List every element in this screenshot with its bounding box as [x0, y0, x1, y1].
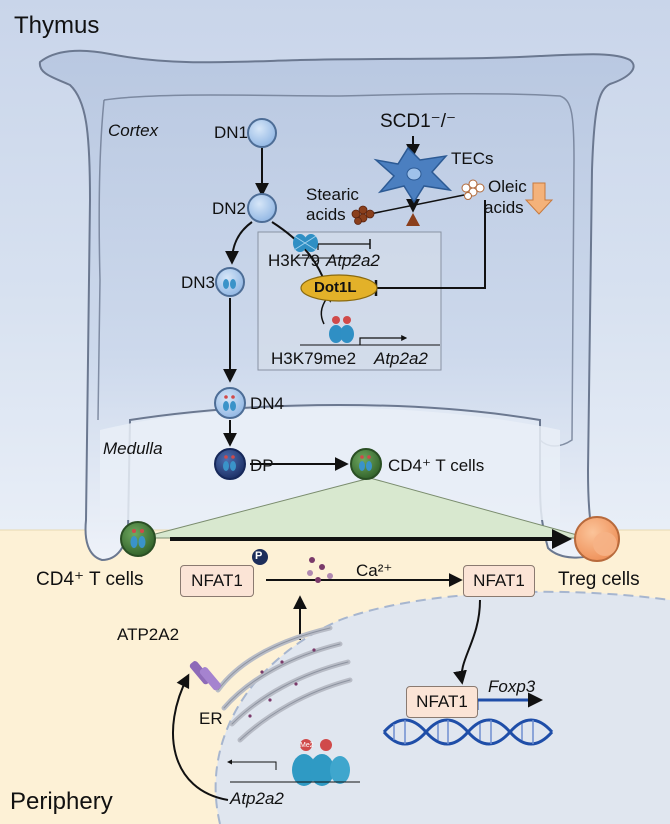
atp2a2-pump	[189, 661, 221, 691]
h3k79me2-label: H3K79me2	[271, 349, 357, 368]
dot1l-label: Dot1L	[314, 279, 357, 296]
arrow-gene-to-protein	[171, 673, 229, 801]
dn3-label: DN3	[181, 273, 216, 292]
oleic-decrease-arrow	[524, 182, 554, 215]
calcium-label: Ca²⁺	[356, 561, 393, 580]
stearic-label-2: acids	[306, 205, 346, 224]
phospho-mark	[252, 549, 268, 565]
calcium-ions	[307, 557, 333, 583]
arrow-nfat-nucleus	[453, 599, 481, 685]
cd4-periphery-label: CD4⁺ T cells	[36, 569, 144, 590]
arrow-dn2-dn3	[225, 221, 253, 265]
cortex-outline	[103, 92, 575, 447]
medulla-label: Medulla	[103, 439, 163, 458]
nfat1-nucleus: NFAT1	[406, 686, 478, 718]
dna-helix	[382, 718, 554, 746]
oleic-label-1: Oleic	[488, 177, 527, 196]
dp-label: DP	[250, 456, 274, 475]
nfat1-phosphorylated: NFAT1	[180, 565, 254, 597]
cell-dn1	[247, 118, 277, 148]
phospho-label: P	[255, 550, 263, 562]
dn4-label: DN4	[250, 394, 285, 413]
cell-dp	[214, 448, 246, 480]
cell-dn3	[215, 267, 245, 297]
er-label: ER	[199, 709, 223, 728]
nfat1-active: NFAT1	[463, 565, 535, 597]
cell-cd4-periphery	[120, 521, 156, 557]
treg-label: Treg cells	[558, 569, 640, 590]
cd4-thymus-label: CD4⁺ T cells	[388, 456, 485, 475]
nucleosome-h3k79me2	[329, 316, 354, 343]
stearic-acid-cluster	[351, 205, 375, 225]
oleic-acid-cluster	[461, 179, 485, 200]
dn1-label: DN1	[214, 123, 249, 142]
foxp3-label: Foxp3	[488, 677, 536, 696]
tecs-label: TECs	[451, 149, 494, 168]
oleic-inhibits-dot1l	[376, 200, 486, 289]
thymus-region-label: Thymus	[14, 12, 100, 39]
scd1-label: SCD1⁻/⁻	[380, 111, 457, 132]
cortex-label: Cortex	[108, 121, 159, 140]
desaturase-triangle	[406, 213, 420, 226]
periphery-region-label: Periphery	[10, 788, 113, 815]
oleic-label-2: acids	[484, 198, 524, 217]
h3k79-label: H3K79	[268, 251, 320, 270]
me2-mark-label: Me2	[300, 742, 314, 749]
cell-dn2	[247, 193, 277, 223]
stearic-label-1: Stearic	[306, 185, 359, 204]
nucleosome-periphery	[292, 739, 350, 786]
stearic-to-oleic-line	[369, 194, 465, 215]
atp2a2-gene-label: Atp2a2	[326, 251, 380, 270]
atp2a2-protein-label: ATP2A2	[117, 625, 180, 644]
nucleosome-h3k79	[293, 234, 318, 252]
cell-cd4-thymus	[350, 448, 382, 480]
dot1l-enzyme	[300, 274, 378, 302]
cell-dn4	[214, 387, 246, 419]
dn2-label: DN2	[212, 199, 247, 218]
atp2a2-active-label: Atp2a2	[374, 349, 428, 368]
atp2a2-periphery-label: Atp2a2	[230, 789, 284, 808]
